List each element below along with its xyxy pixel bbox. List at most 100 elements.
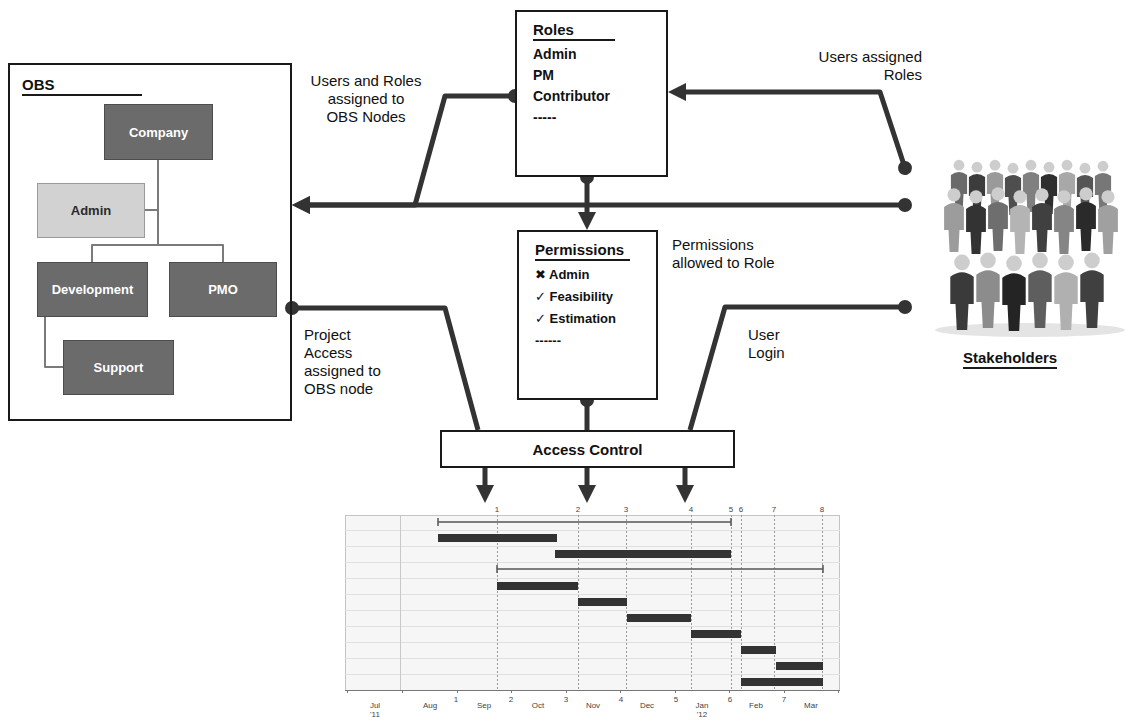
flow-arrow — [690, 307, 905, 430]
stakeholder-crowd — [905, 158, 1130, 338]
time-axis — [345, 690, 840, 691]
axis-label: 4 — [689, 505, 693, 514]
axis-label: 5 — [729, 505, 733, 514]
edge-label: Project Access assigned to OBS node — [304, 326, 399, 398]
person-figure — [1028, 253, 1051, 328]
edge-label: Users and Roles assigned to OBS Nodes — [310, 72, 422, 126]
box-label: Support — [94, 360, 144, 375]
box-label: Development — [52, 282, 134, 297]
person-figure — [1002, 256, 1025, 331]
axis-label: 6 — [739, 505, 743, 514]
flow-arrow — [304, 203, 905, 208]
box-label: PMO — [208, 282, 238, 297]
person-figure — [1098, 190, 1118, 254]
stakeholders-group: Stakeholders — [905, 158, 1130, 373]
tree-line — [158, 160, 223, 262]
flow-arrow — [304, 96, 515, 205]
org-unit-box: PMO — [169, 262, 277, 317]
list-item: ✓ Estimation — [535, 308, 644, 330]
flow-arrow — [680, 92, 905, 168]
tree-line — [145, 160, 158, 210]
axis-label: Mar — [804, 701, 818, 710]
list-item: Contributor — [533, 86, 654, 107]
front-row — [950, 253, 1103, 331]
person-figure — [1059, 160, 1075, 212]
axis-label: Dec — [640, 701, 654, 710]
heading: OBS — [22, 75, 142, 96]
person-figure — [1080, 253, 1103, 328]
list-item: ------ — [535, 330, 644, 352]
flow-arrow — [585, 177, 590, 218]
flow-arrow — [585, 400, 590, 430]
chart-divider — [400, 515, 401, 690]
edge-label: Permissions allowed to Role — [672, 236, 786, 272]
axis-label: 1 — [495, 505, 499, 514]
person-figure — [944, 188, 964, 252]
axis-label: Oct — [532, 701, 544, 710]
flow-arrow — [585, 468, 590, 491]
list-item: ✖ Admin — [535, 264, 644, 286]
axis-label: 6 — [728, 695, 732, 704]
list-item: Admin — [533, 44, 654, 65]
tree-line — [45, 317, 63, 367]
flow-arrow — [483, 468, 488, 491]
list-item: ✓ Feasibility — [535, 286, 644, 308]
person-figure — [966, 190, 986, 254]
permissions-box: Permissions ✖ Admin✓ Feasibility✓ Estimat… — [517, 230, 658, 400]
org-unit-box: Support — [63, 340, 174, 395]
person-figure — [976, 253, 999, 328]
axis-label: Feb — [749, 701, 763, 710]
person-figure — [1076, 187, 1096, 251]
list-item: ----- — [533, 107, 654, 128]
roles-box: RolesAdminPMContributor----- — [515, 10, 668, 177]
person-figure — [1032, 188, 1052, 252]
axis-label: Jan '12 — [693, 701, 711, 719]
person-figure — [950, 255, 973, 330]
axis-ticks — [348, 690, 839, 693]
box-label: Company — [129, 125, 188, 140]
edge-label: User Login — [748, 326, 800, 362]
axis-label: Aug — [423, 701, 437, 710]
edge-label: Users assigned Roles — [798, 48, 922, 84]
axis-label: Nov — [586, 701, 600, 710]
org-unit-box: Admin — [37, 183, 145, 238]
person-figure — [1054, 255, 1077, 330]
axis-label: 1 — [454, 695, 458, 704]
flow-arrow — [292, 308, 478, 430]
person-figure — [1054, 190, 1074, 254]
summary-bracket — [497, 565, 823, 573]
connectors — [45, 92, 905, 491]
list-item: PM — [533, 65, 654, 86]
axis-label: 2 — [509, 695, 513, 704]
axis-label: 7 — [772, 505, 776, 514]
grid-rows — [345, 531, 840, 675]
middle-row — [944, 187, 1118, 254]
axis-label: 8 — [820, 505, 824, 514]
org-unit-box: Company — [104, 104, 213, 160]
obs-panel: OBS CompanyAdminDevelopment PMO Support — [8, 63, 292, 421]
org-unit-box: Development — [37, 262, 148, 317]
box-label: Admin — [71, 203, 111, 218]
axis-label: Jul '11 — [367, 701, 383, 719]
person-figure — [988, 187, 1008, 251]
summary-bracket — [438, 518, 731, 526]
axis-label: 3 — [564, 695, 568, 704]
gantt-chart — [345, 503, 840, 720]
heading: Roles — [533, 20, 615, 41]
task-bars — [438, 534, 823, 686]
axis-label: 7 — [782, 695, 786, 704]
person-figure — [1010, 190, 1030, 254]
heading: Permissions — [535, 240, 630, 261]
box-label: Access Control — [532, 441, 642, 458]
axis-label: Sep — [477, 701, 491, 710]
heading: Stakeholders — [963, 348, 1057, 369]
axis-label: 3 — [624, 505, 628, 514]
chart-frame — [346, 516, 840, 691]
flow-arrow — [683, 468, 688, 491]
axis-label: 5 — [674, 695, 678, 704]
gantt-node: 12345678Jul '11Aug1Sep2Oct3Nov4Dec5Jan '… — [345, 503, 840, 720]
access-control-box: Access Control — [440, 430, 735, 468]
axis-label: 4 — [619, 695, 623, 704]
axis-label: 2 — [576, 505, 580, 514]
